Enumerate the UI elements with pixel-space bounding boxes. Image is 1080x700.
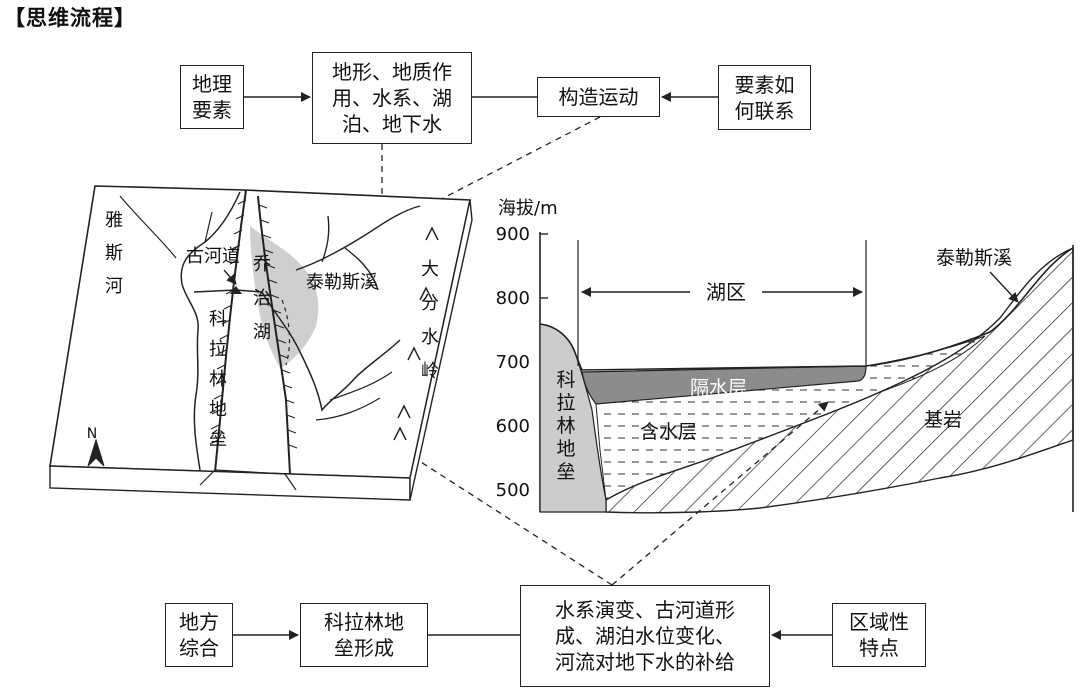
tectonics-box: 构造运动 [537, 77, 660, 117]
yasi-river [180, 191, 241, 471]
stream-label: 泰勒斯溪 [936, 247, 1012, 269]
map-label-yasi-river: 雅斯河 [105, 210, 123, 297]
horst-trough-face [199, 469, 297, 491]
block-map: N 雅斯河 古河道乔治湖 泰勒斯溪科拉林地垒 大分水岭 [49, 185, 473, 501]
profile-y-tick-label: 900 [496, 224, 530, 245]
profile-horst-label: 科拉林地垒 [556, 369, 575, 483]
profile-y-tick-label: 600 [496, 416, 530, 437]
map-label-horst: 科拉林地垒 [209, 309, 227, 450]
aquifer-label: 含水层 [640, 421, 697, 443]
aquitard-label: 隔水层 [690, 377, 747, 399]
profile-y-tick-label: 500 [496, 480, 530, 501]
east-streams [315, 371, 393, 421]
changes-box: 水系演变、古河道形 成、湖泊水位变化、 河流对地下水的补给 [520, 585, 770, 687]
lake-area [250, 226, 319, 368]
map-label-lake-qiaozhi: 乔治湖 [253, 254, 271, 343]
north-arrow [87, 438, 105, 467]
paleo-channel-pointer [223, 269, 237, 285]
profile-y-label: 海拔/m [498, 198, 558, 219]
profile-y-tick-label: 700 [496, 352, 530, 373]
map-side-face [409, 199, 473, 501]
lake-outflow-river [261, 291, 401, 412]
profile-y-tick-label: 800 [496, 288, 530, 309]
fault-left [214, 189, 247, 473]
map-label-taile-stream: 泰勒斯溪 [306, 272, 378, 293]
river-tributary-nw [119, 195, 213, 259]
section-heading: 【思维流程】 [4, 6, 136, 30]
fault-right-hatch [258, 204, 298, 449]
how-linked-box: 要素如 何联系 [718, 65, 811, 130]
map-location-marker [230, 286, 242, 294]
ground-surface [539, 247, 1074, 371]
bedrock-label: 基岩 [924, 409, 962, 431]
horst-formation-box: 科拉林地 垒形成 [300, 603, 428, 667]
stream-pointer [989, 271, 1019, 303]
map-label-divide-range: 大分水岭 [421, 259, 439, 382]
processes-box: 地形、地质作 用、水系、湖 泊、地下水 [312, 52, 472, 144]
divide-range-peaks [393, 226, 439, 441]
fault-right [257, 195, 291, 475]
regional-traits-box: 区域性 特点 [832, 603, 926, 667]
regional-synthesis-box: 地方 综合 [165, 603, 233, 667]
lake-zone-label: 湖区 [706, 280, 746, 304]
taile-stream [295, 205, 421, 291]
geo-elements-box: 地理 要素 [180, 65, 244, 129]
dashed-old-course [281, 299, 291, 366]
north-label: N [87, 426, 97, 442]
map-label-paleo-channel: 古河道 [186, 246, 240, 267]
